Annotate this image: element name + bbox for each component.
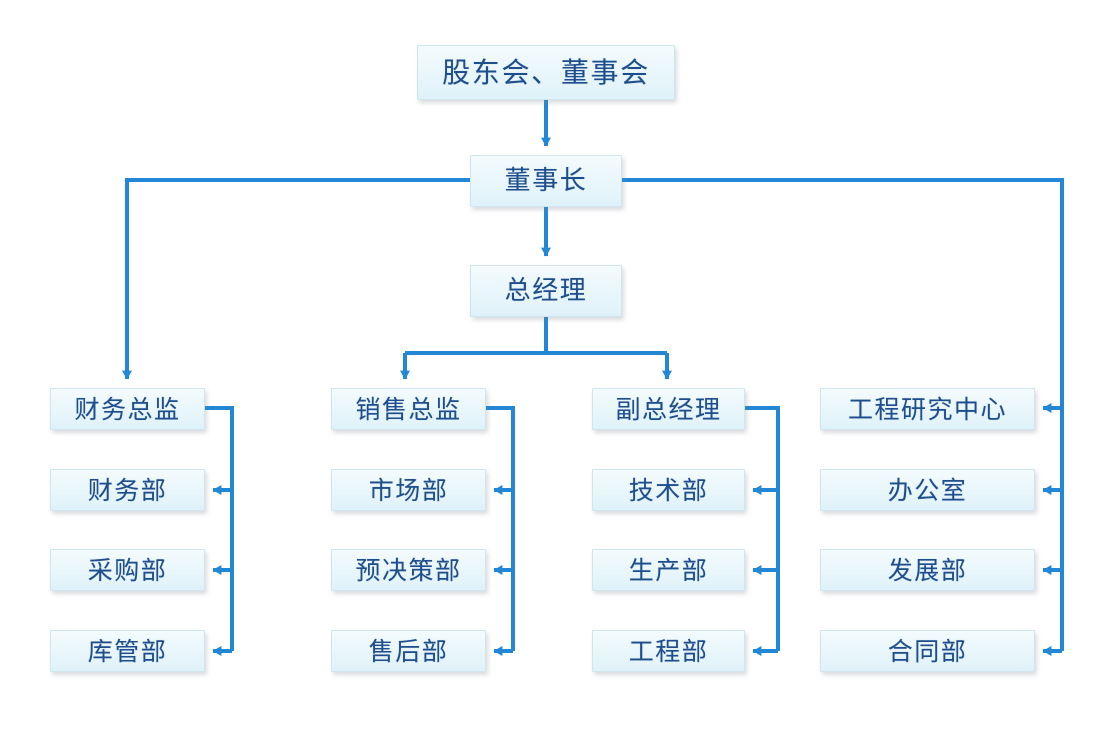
node-warehouse-department[interactable]: 库管部 [50,630,205,672]
edge-cfo-spine [205,406,234,651]
node-production-department-label: 生产部 [628,555,709,585]
node-office-label: 办公室 [887,475,968,505]
edge-chairman-cfo [122,178,470,380]
node-sales-director[interactable]: 销售总监 [331,388,486,430]
node-deputy-general-manager[interactable]: 副总经理 [592,388,745,430]
node-finance-department-label: 财务部 [87,475,168,505]
node-contract-department-label: 合同部 [887,636,968,666]
node-aftersales-department-label: 售后部 [368,636,449,666]
node-warehouse-department-label: 库管部 [87,636,168,666]
node-technology-department[interactable]: 技术部 [592,469,745,511]
node-finance-director[interactable]: 财务总监 [50,388,205,430]
node-development-department[interactable]: 发展部 [820,549,1035,591]
node-purchasing-department[interactable]: 采购部 [50,549,205,591]
node-office[interactable]: 办公室 [820,469,1035,511]
edge-sales-spine [486,406,515,651]
node-engineering-department[interactable]: 工程部 [592,630,745,672]
node-technology-department-label: 技术部 [628,475,709,505]
node-finance-director-label: 财务总监 [74,394,181,424]
node-general-manager-label: 总经理 [504,276,588,306]
node-engineering-research-center-label: 工程研究中心 [847,394,1007,424]
node-finance-department[interactable]: 财务部 [50,469,205,511]
node-deputy-general-manager-label: 副总经理 [615,394,722,424]
node-chairman[interactable]: 董事长 [470,155,622,207]
edge-deputy-spine [745,406,780,651]
node-shareholders-label: 股东会、董事会 [442,55,650,89]
node-planning-department[interactable]: 预决策部 [331,549,486,591]
node-shareholders[interactable]: 股东会、董事会 [417,45,675,100]
node-engineering-research-center[interactable]: 工程研究中心 [820,388,1035,430]
node-development-department-label: 发展部 [887,555,968,585]
node-production-department[interactable]: 生产部 [592,549,745,591]
node-marketing-department[interactable]: 市场部 [331,469,486,511]
node-sales-director-label: 销售总监 [355,394,462,424]
node-contract-department[interactable]: 合同部 [820,630,1035,672]
node-chairman-label: 董事长 [504,166,588,196]
node-planning-department-label: 预决策部 [355,555,462,585]
node-aftersales-department[interactable]: 售后部 [331,630,486,672]
node-general-manager[interactable]: 总经理 [470,265,622,317]
node-engineering-department-label: 工程部 [628,636,709,666]
node-purchasing-department-label: 采购部 [87,555,168,585]
node-marketing-department-label: 市场部 [368,475,449,505]
